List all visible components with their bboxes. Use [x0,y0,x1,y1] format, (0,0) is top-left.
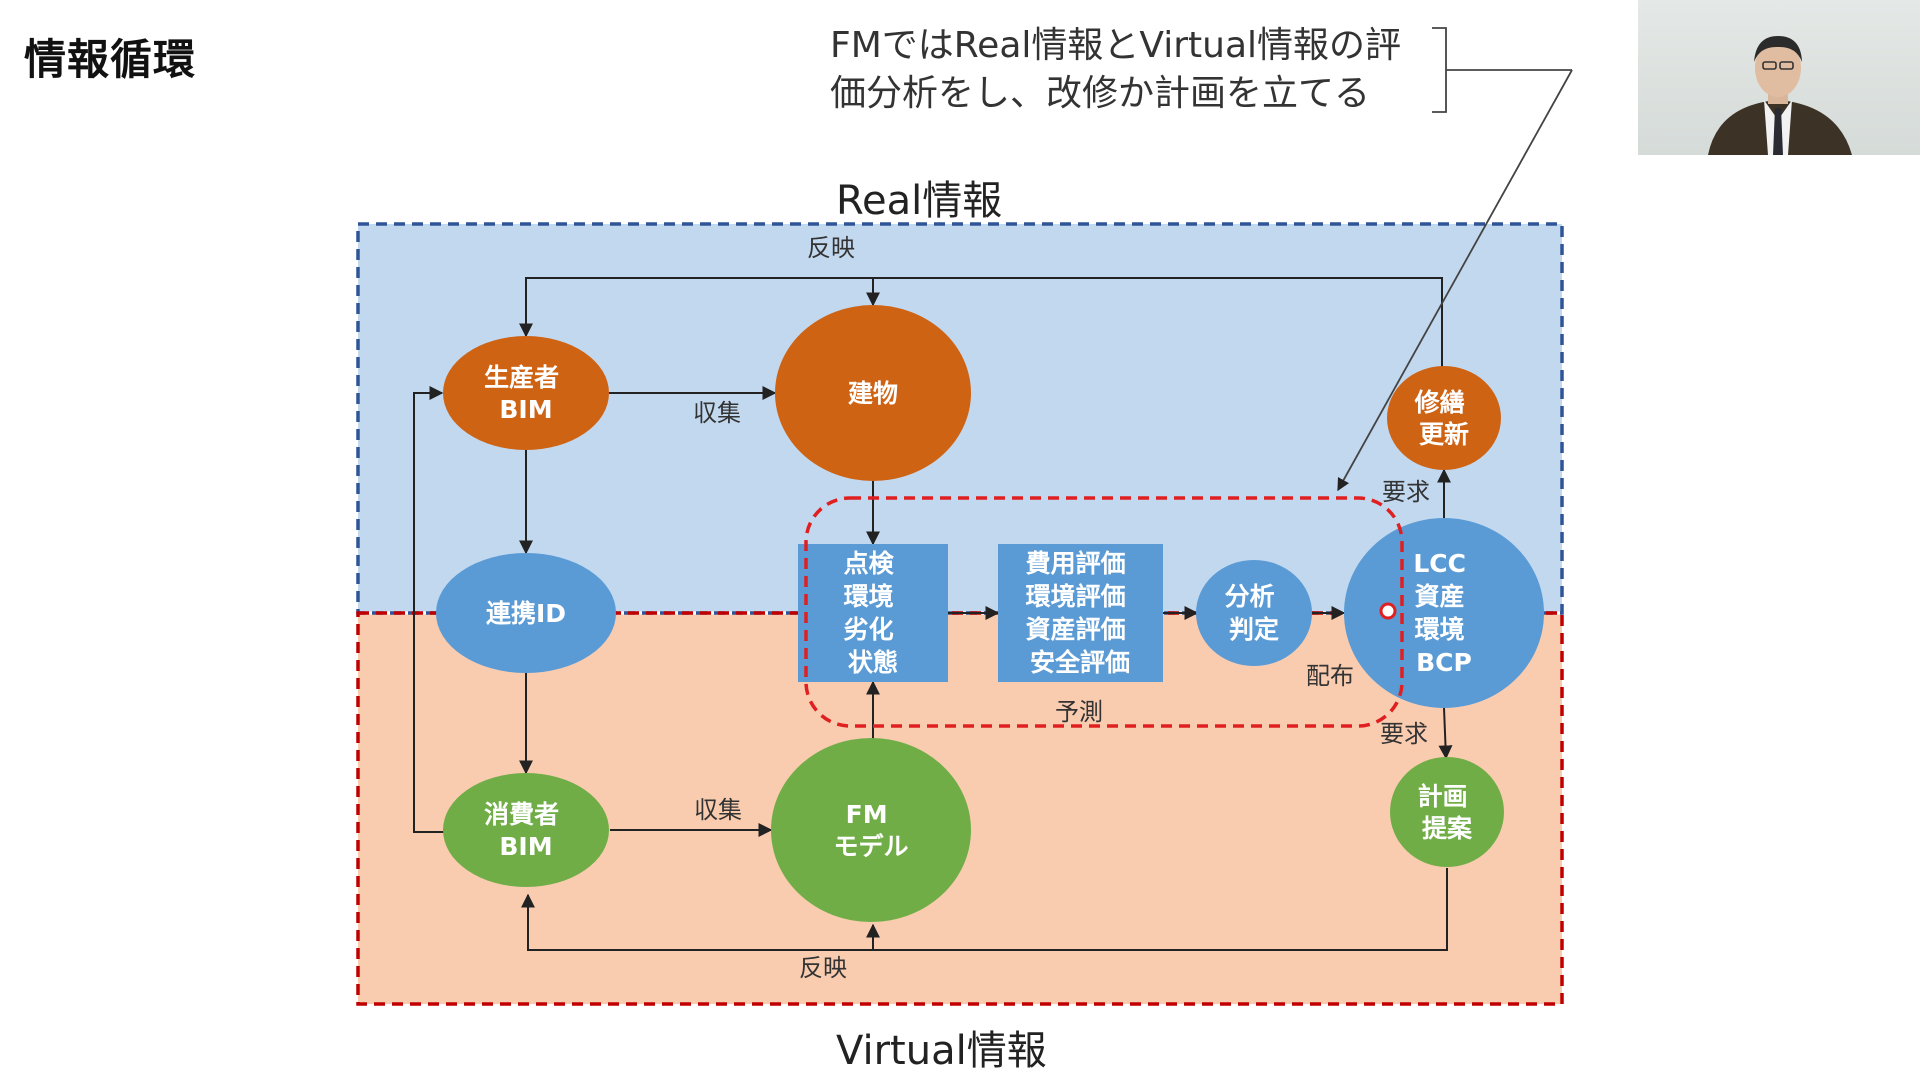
plan-proposal-node [1390,757,1504,867]
virtual-info-label: Virtual情報 [836,1028,1047,1074]
edge-label-request-up: 要求 [1382,478,1430,506]
reflect-top-loop [519,277,1443,370]
repair-update-text: 修繕 更新 [1414,388,1474,449]
analysis-text: 分析 判定 [1225,582,1284,644]
edge-label-predict: 予測 [1055,698,1103,726]
laser-pointer-icon [1379,602,1397,620]
link-id-node [436,553,616,673]
callout-bracket [1432,27,1447,113]
consumer-bim-text: 消費者 BIM [484,800,568,861]
repair-update-node [1387,366,1501,470]
callout-text: FMではReal情報とVirtual情報の評 価分析をし、改修か計画を立てる [830,22,1460,118]
fm-model-text: FM モデル [833,800,908,861]
plan-proposal-text: 計画 提案 [1418,782,1477,843]
edge-label-reflect-bottom: 反映 [799,954,847,982]
callout-line-2: 価分析をし、改修か計画を立てる [830,73,1371,114]
lcc-to-plan-arrow [1438,707,1453,760]
evaluation-box [998,544,1163,682]
real-region-border [356,222,1564,615]
building-text: 建物 [848,379,898,408]
building-node [775,305,971,481]
link-id-text: 連携ID [486,599,566,628]
callout-line-1: FMではReal情報とVirtual情報の評 [830,25,1402,66]
producer-bim-node [443,336,609,450]
edge-label-distribute: 配布 [1306,662,1354,690]
edge-label-request-down: 要求 [1380,720,1428,748]
consumer-to-producer-line [413,386,446,833]
presenter-figure [1708,36,1852,155]
real-info-label: Real情報 [836,178,1003,224]
edge-label-reflect-top: 反映 [807,234,855,262]
edge-label-collect-bottom: 収集 [694,796,742,824]
edge-label-collect-top: 収集 [693,399,741,427]
consumer-bim-node [443,773,609,887]
fm-model-node [771,738,971,922]
producer-bim-text: 生産者 BIM [484,363,568,424]
evaluation-focus-border [804,496,1404,728]
page-title: 情報循環 [24,35,197,84]
inspection-text: 点検 環境 劣化 状態 [844,549,903,677]
callout-pointer-arrow [1337,69,1573,492]
lcc-node [1344,518,1544,708]
presenter-webcam [1638,0,1920,155]
evaluation-text: 費用評価 環境評価 資産評価 安全評価 [1025,549,1135,677]
lcc-text: LCC 資産 環境 BCP [1413,549,1474,677]
analysis-node [1196,560,1312,666]
reflect-bottom-loop [521,868,1448,951]
inspection-box [798,544,948,682]
